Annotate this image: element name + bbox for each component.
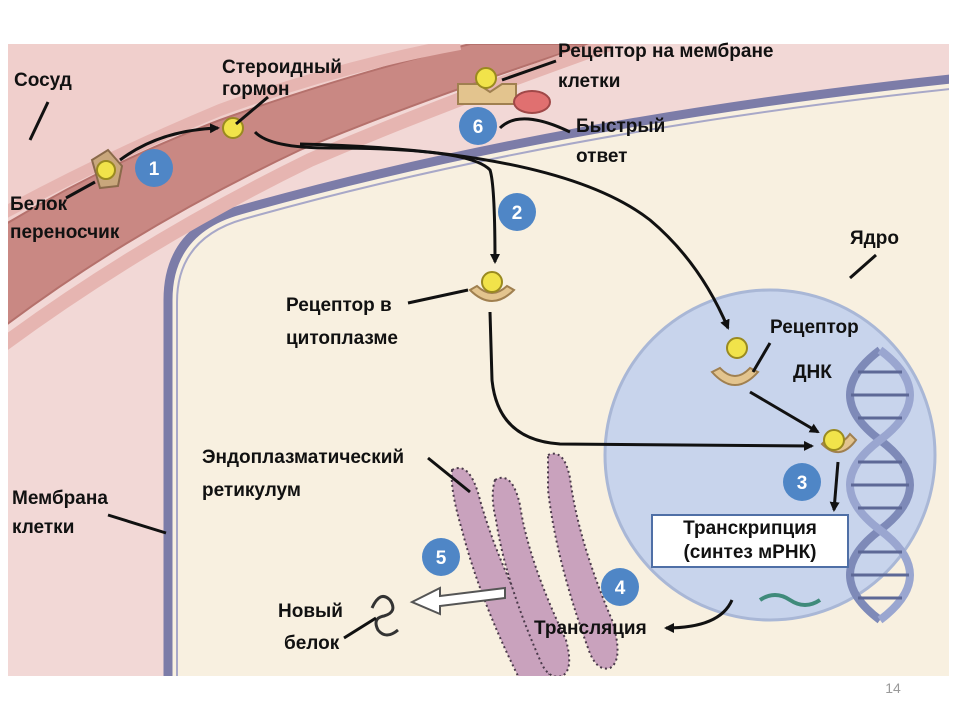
hormone-on-carrier: [96, 160, 116, 180]
cytoplasmic-receptor: [468, 271, 516, 302]
cell-membrane-inner-line: [176, 88, 949, 676]
label-fast-response-line2: ответ: [576, 146, 628, 167]
label-transcription-line2: (синтез мРНК): [683, 542, 816, 563]
label-carrier-line2: переносчик: [10, 222, 120, 243]
svg-text:4: 4: [615, 578, 626, 599]
label-transcription-line1: Транскрипция: [683, 518, 817, 539]
transcription-box: [651, 514, 849, 568]
page-number: 14: [885, 680, 901, 696]
receptor-dna-complex: [820, 429, 858, 453]
nucleus: [603, 288, 937, 622]
vessel-outer: [8, 44, 620, 264]
callout-lines: [28, 59, 877, 640]
er-to-protein-arrow: [409, 586, 506, 616]
endoplasmic-reticulum: [450, 452, 619, 676]
step-badge-3: 3: [783, 463, 821, 501]
svg-text:5: 5: [436, 548, 447, 569]
label-nucleus: Ядро: [850, 228, 899, 249]
label-cyto-receptor-line2: цитоплазме: [286, 328, 398, 349]
label-dna: ДНК: [793, 362, 832, 383]
step-badge-4: 4: [601, 568, 639, 606]
label-vessel: Сосуд: [14, 70, 72, 91]
label-cell-membrane-line1: Мембрана: [12, 488, 108, 509]
svg-text:6: 6: [473, 117, 484, 138]
step-badge-1: 1: [135, 149, 173, 187]
label-membrane-receptor-line1: Рецептор на мембране: [558, 41, 774, 62]
label-translation: Трансляция: [534, 618, 647, 639]
step-badge-6: 6: [459, 107, 497, 145]
membrane-receptor: [457, 67, 551, 114]
svg-text:1: 1: [149, 159, 160, 180]
label-nuclear-receptor: Рецептор: [770, 317, 859, 338]
label-steroid-line1: Стероидный: [222, 57, 342, 78]
label-new-protein-line1: Новый: [278, 601, 343, 622]
new-protein: [370, 594, 399, 637]
pathway-arrows: [119, 117, 840, 633]
dna-helix: [846, 346, 914, 624]
vessel-wall-lower: [8, 44, 613, 350]
label-cyto-receptor-line1: Рецептор в: [286, 295, 392, 316]
mrna-strand: [758, 593, 822, 607]
step-badge-2: 2: [498, 193, 536, 231]
carrier-protein: [90, 148, 124, 190]
svg-text:3: 3: [797, 473, 808, 494]
label-er-line1: Эндоплазматический: [202, 447, 404, 468]
label-membrane-receptor-line2: клетки: [558, 71, 620, 92]
label-cell-membrane-line2: клетки: [12, 517, 74, 538]
vessel-wall-upper: [8, 44, 462, 218]
svg-text:2: 2: [512, 203, 523, 224]
step-badge-5: 5: [422, 538, 460, 576]
label-fast-response-line1: Быстрый: [576, 116, 665, 137]
label-new-protein-line2: белок: [284, 633, 340, 654]
label-steroid-line2: гормон: [222, 79, 290, 100]
nuclear-receptor: [710, 337, 760, 386]
label-er-line2: ретикулум: [202, 480, 301, 501]
label-carrier-line1: Белок: [10, 194, 68, 215]
